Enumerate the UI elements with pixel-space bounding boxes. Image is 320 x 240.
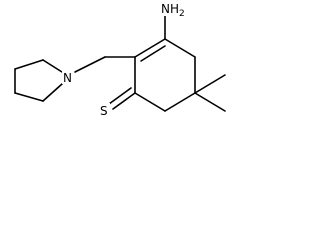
bond-c1-c2-double-inner: [140, 45, 166, 62]
amine-subscript: 2: [179, 9, 185, 19]
pyrrolidine-nitrogen-label: N: [63, 71, 72, 85]
bond-gem-methyl-up: [194, 74, 226, 94]
bond-c-s-double-b: [108, 87, 132, 105]
bond-n-c2: [42, 59, 63, 73]
bond-c4-c5: [164, 92, 196, 112]
bond-c2-c3: [164, 38, 196, 58]
pyrrolidine-ring: [14, 59, 63, 102]
thione-sulfur-label: S: [100, 104, 108, 118]
bond-c5-n: [42, 83, 63, 102]
amine-label-background: [160, 1, 190, 16]
amine-text: NH: [161, 2, 179, 16]
chemical-structure-diagram: NH2 N S: [14, 1, 226, 118]
pyrrolidine-nitrogen-label-background: [62, 70, 74, 84]
bond-c5-c6: [134, 92, 166, 112]
bond-n-ch2: [74, 56, 106, 73]
cyclohexene-ring: [134, 38, 196, 112]
atom-labels: NH2 N S: [62, 1, 190, 118]
amine-label: NH2: [161, 2, 185, 19]
bond-c2-c3: [14, 59, 44, 70]
thione-sulfur-label-background: [99, 103, 110, 117]
methylene-linker: [74, 56, 136, 73]
bond-gem-methyl-down: [194, 92, 226, 112]
substituent-bonds: [108, 15, 226, 112]
bond-c-s-double-a: [112, 92, 136, 110]
bond-c1-c2-double-outer: [134, 38, 166, 58]
bond-c4-c5: [14, 92, 44, 102]
